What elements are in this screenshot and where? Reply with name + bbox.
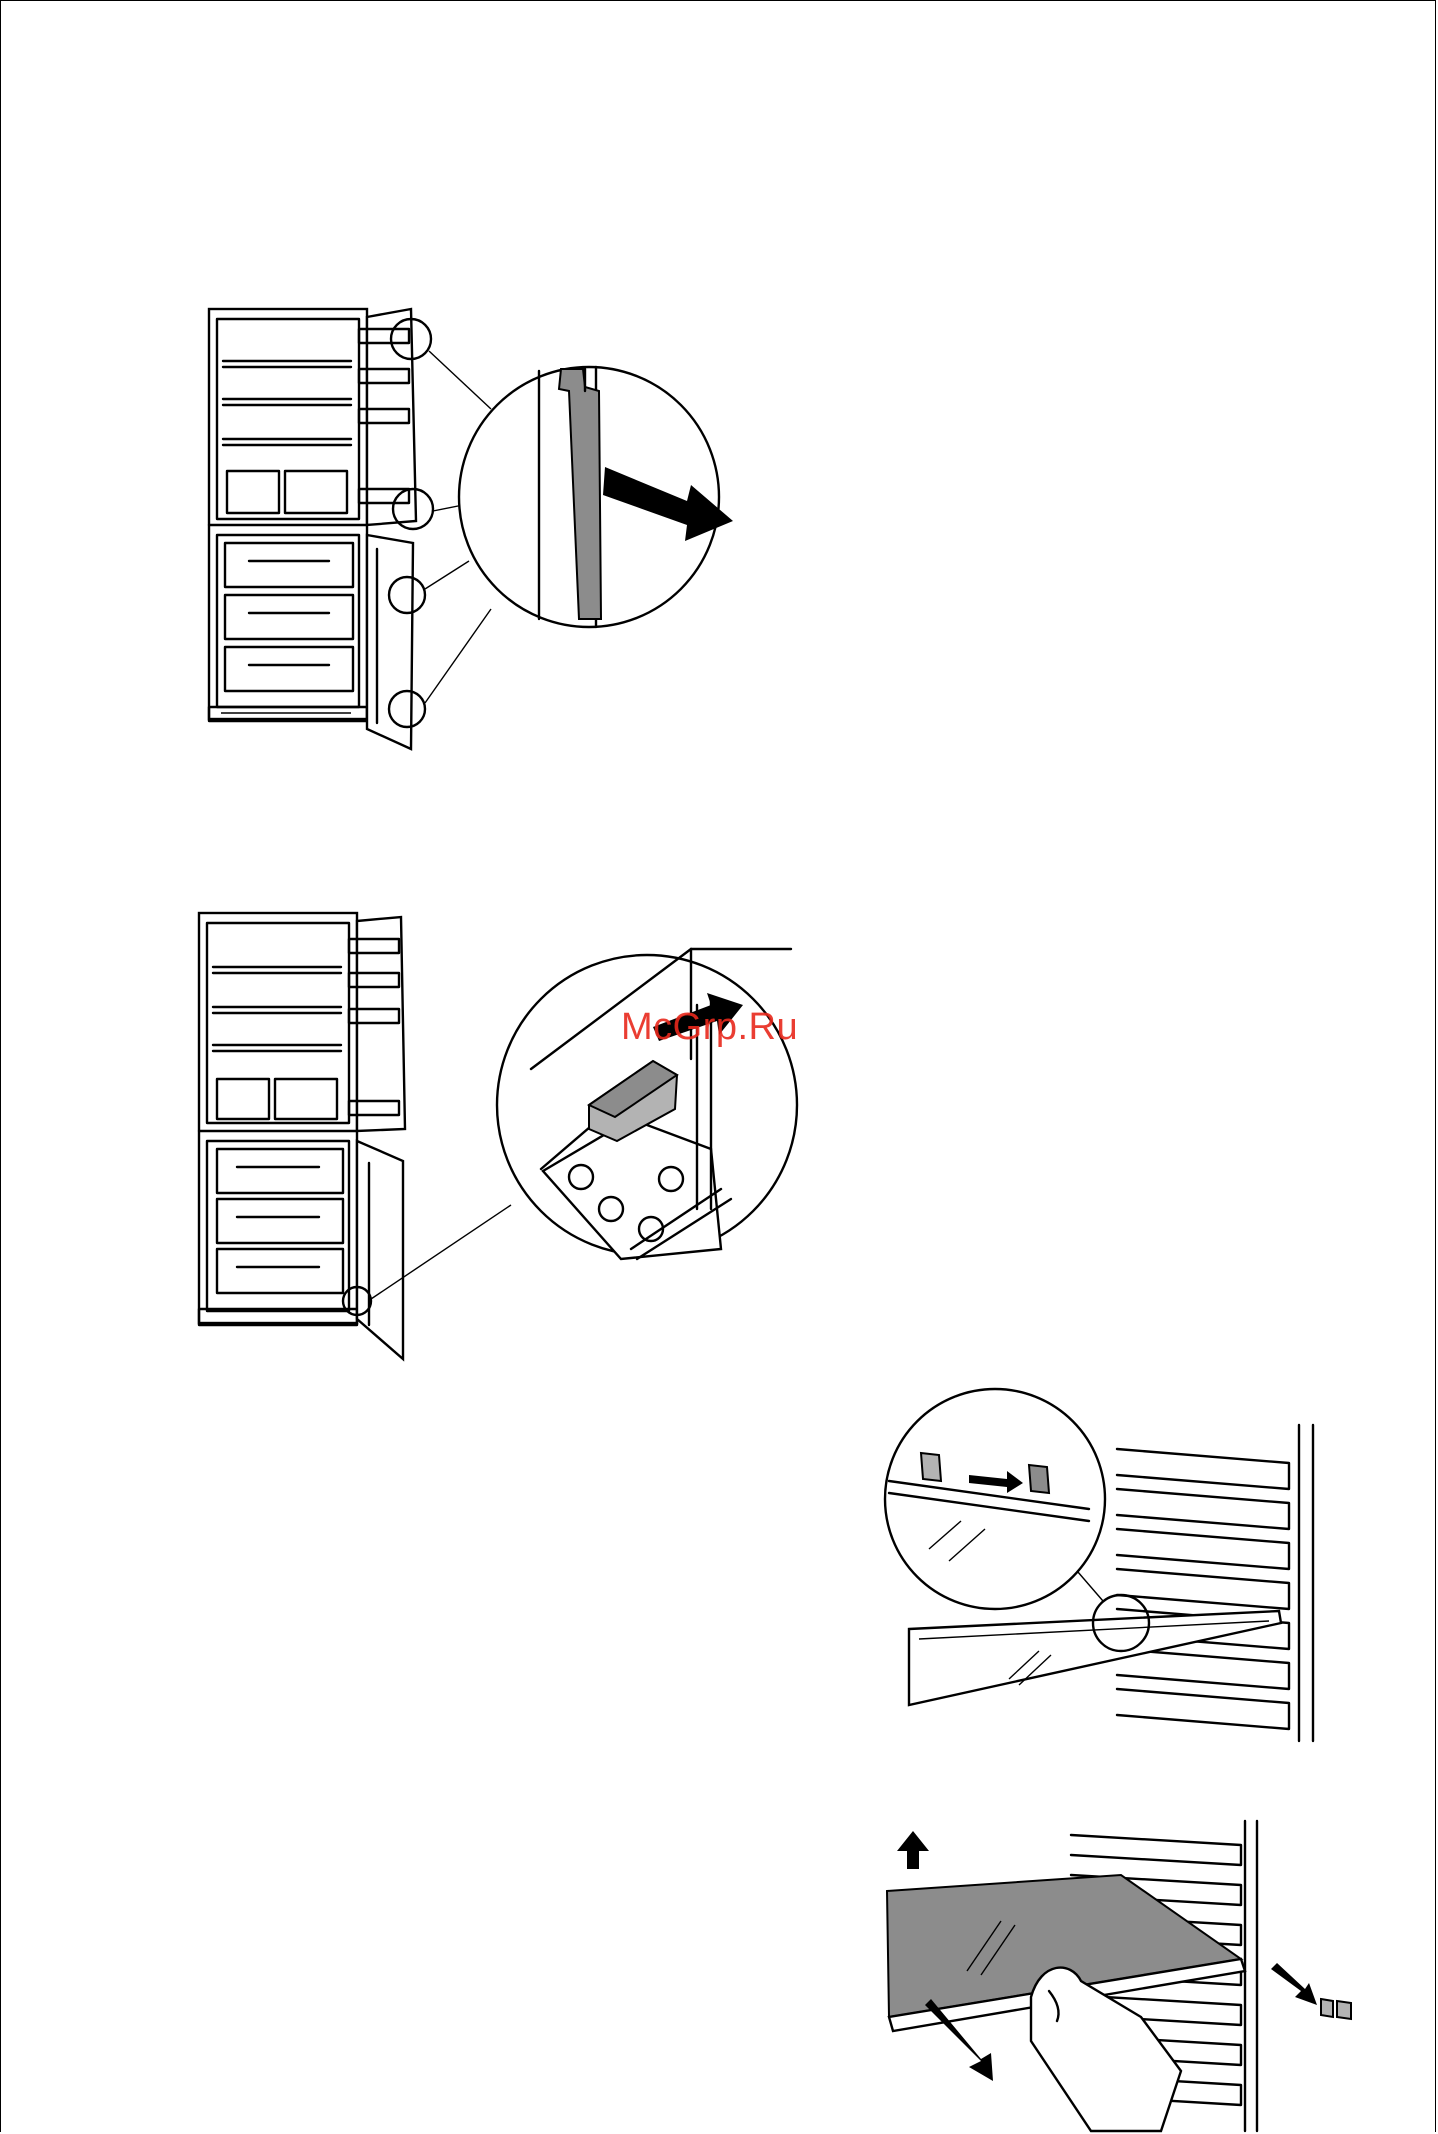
fridge-door-hinge-illustration	[191, 909, 831, 1369]
figure-shelf-removal	[881, 1821, 1381, 2131]
figure-shelf-clip	[889, 1389, 1329, 1749]
fridge-door-seal-illustration	[201, 299, 801, 759]
figure-door-hinge	[191, 909, 831, 1369]
shelf-clip-relocation-illustration	[889, 1389, 1329, 1749]
watermark-text: McGrp.Ru	[621, 1006, 798, 1049]
figure-door-seal	[201, 299, 801, 759]
glass-shelf-removal-illustration	[881, 1821, 1381, 2131]
